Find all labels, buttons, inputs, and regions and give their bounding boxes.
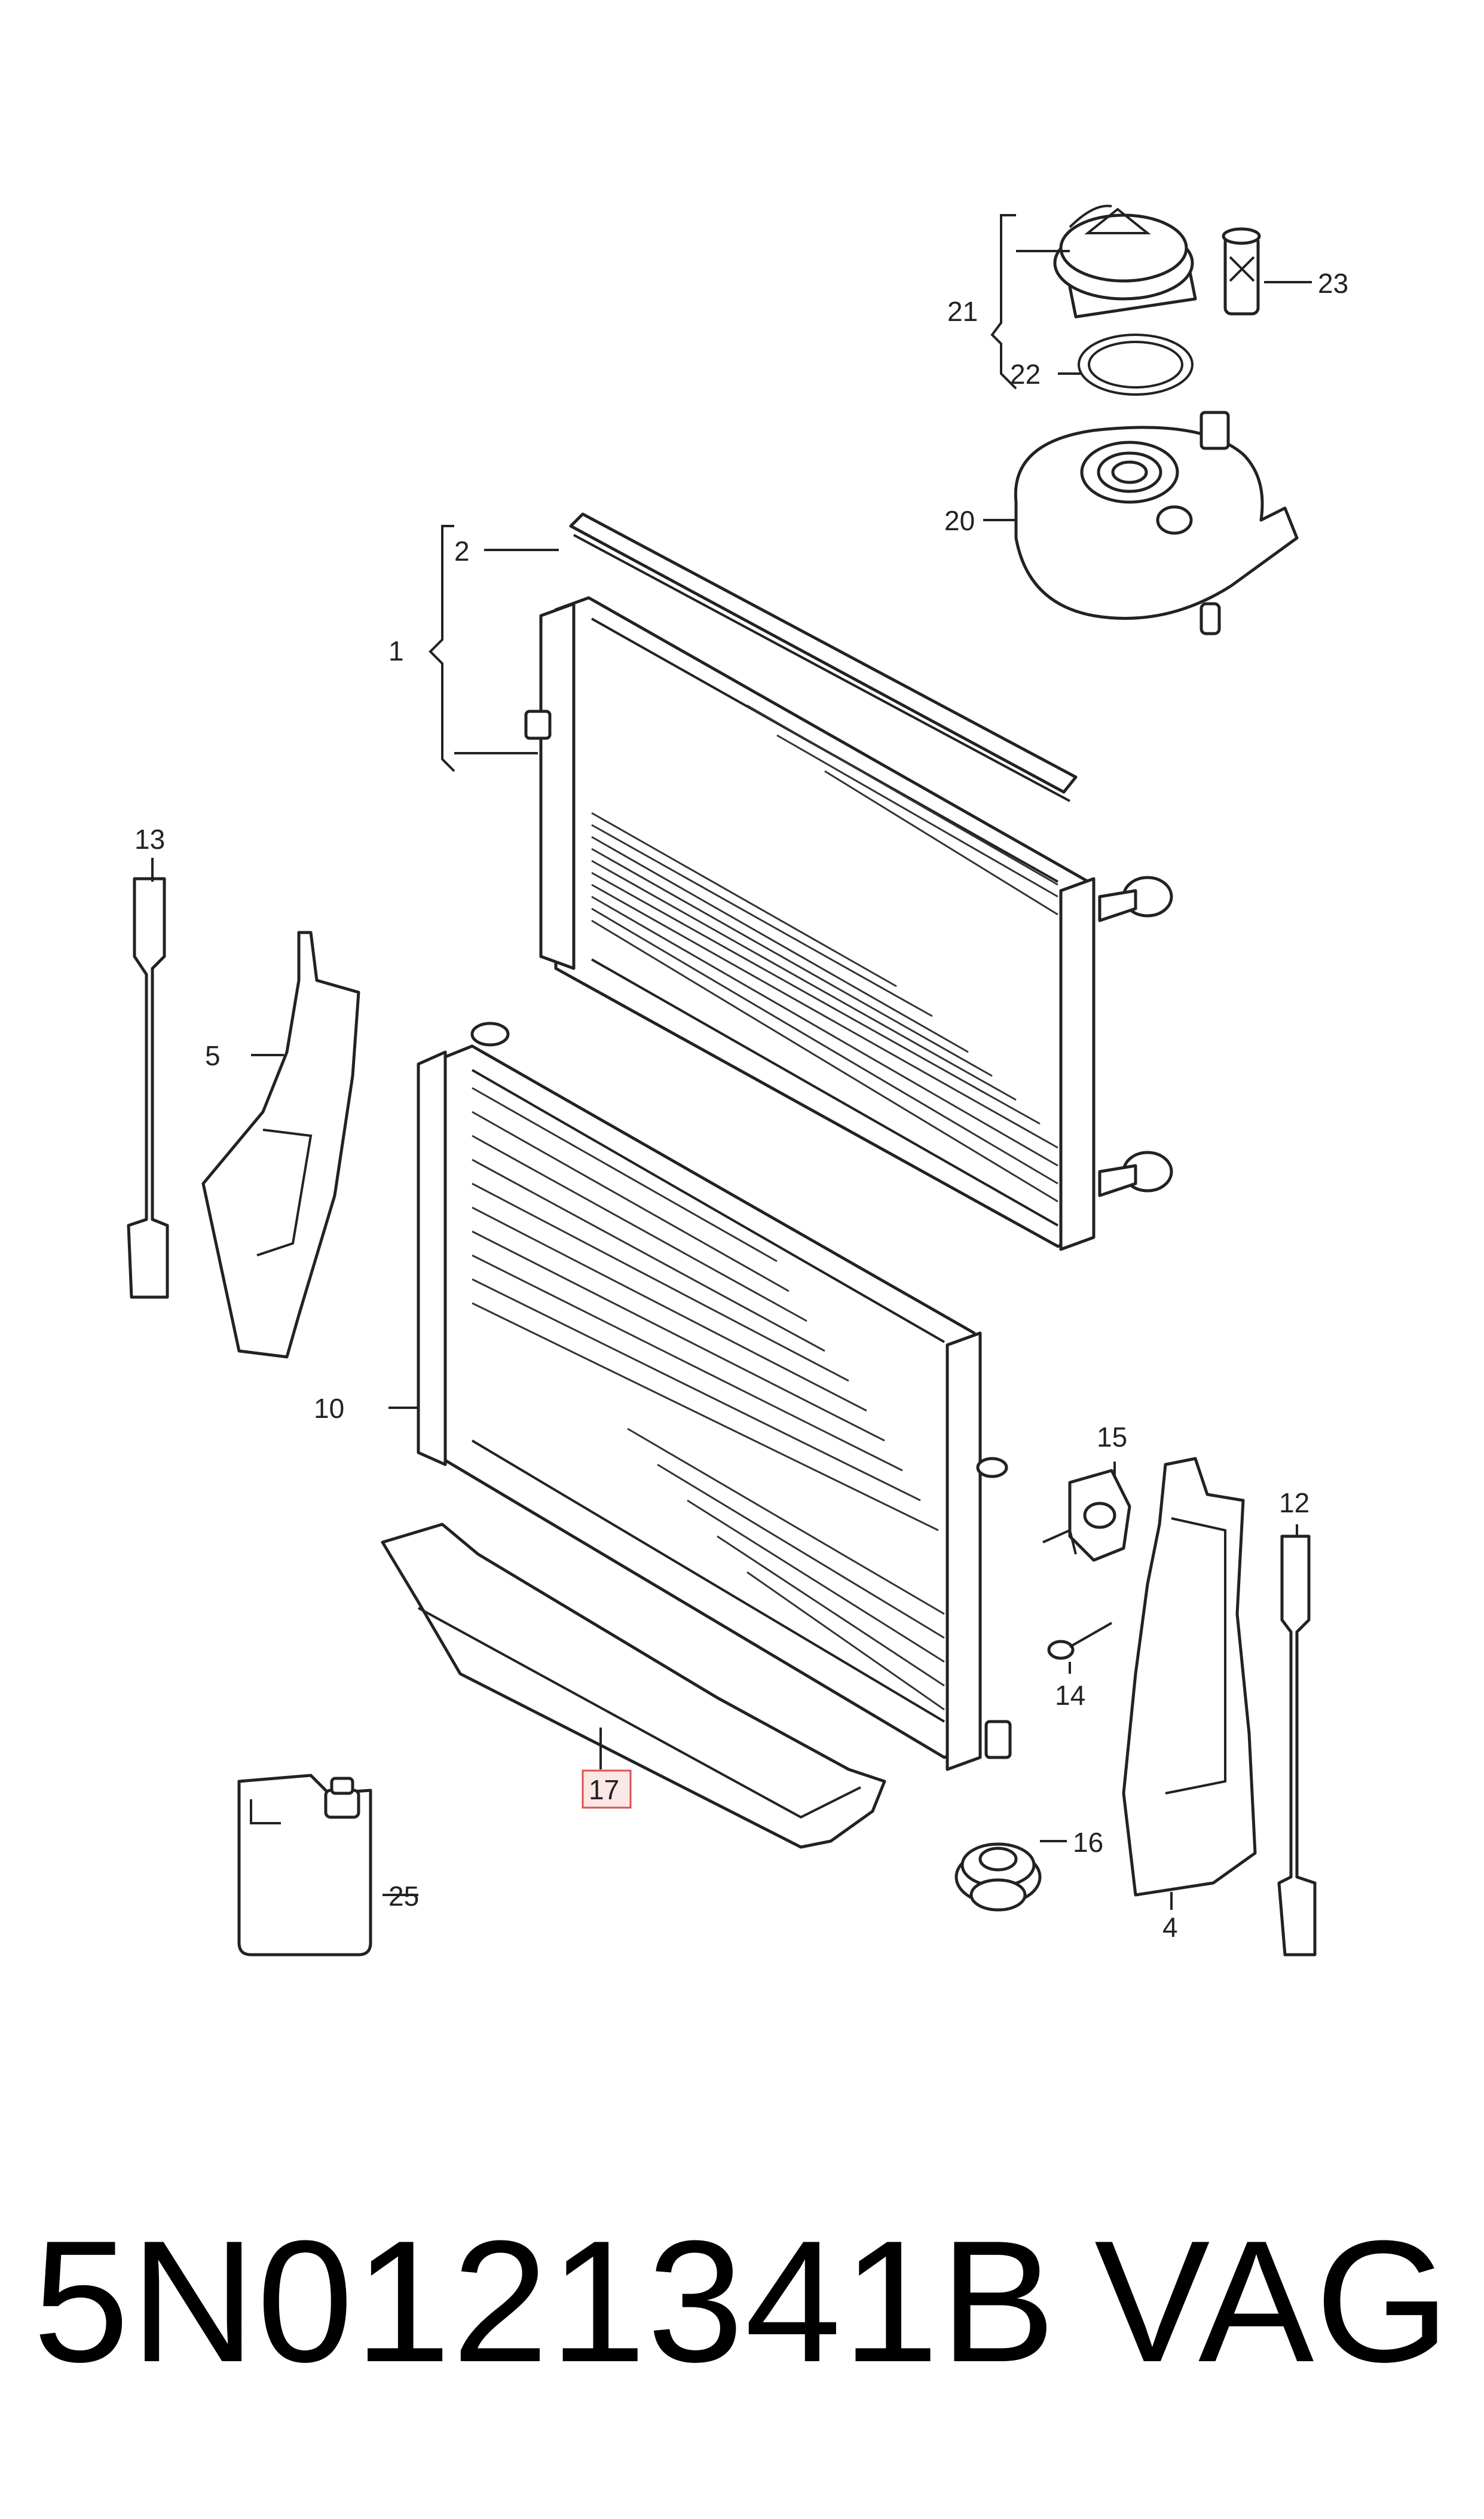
level-sensor-part	[1222, 227, 1261, 316]
seal-strip-part	[569, 512, 1078, 802]
callout-14: 14	[1055, 1680, 1085, 1711]
expansion-tank-part	[1014, 411, 1299, 635]
callout-25: 25	[388, 1881, 419, 1912]
right-air-guide-part	[1122, 1457, 1257, 1897]
callout-1: 1	[388, 635, 404, 667]
brand-label: VAG	[1094, 2205, 1451, 2398]
air-duct-part	[381, 1523, 886, 1849]
callout-23: 23	[1318, 268, 1348, 299]
radiator-part	[524, 596, 1173, 1251]
callout-16: 16	[1073, 1827, 1103, 1858]
callout-labels: 1 2 4 5 10 12 13 14 15 16 17 20 21 22 23…	[134, 268, 1348, 1943]
coolant-canister-part	[237, 1774, 372, 1956]
leader-lines	[151, 214, 1312, 1910]
additional-radiator-part	[417, 1022, 1012, 1771]
left-air-guide-part	[201, 931, 360, 1359]
right-seal-strip-part	[1277, 1534, 1317, 1956]
sealing-ring-part	[1078, 334, 1194, 396]
callout-2: 2	[454, 536, 470, 567]
callout-21: 21	[947, 296, 978, 327]
callout-17: 17	[589, 1774, 619, 1805]
part-number: 5N0121341B	[33, 2205, 1057, 2398]
left-seal-strip-part	[127, 877, 169, 1299]
callout-22: 22	[1010, 359, 1041, 390]
callout-5: 5	[205, 1040, 221, 1071]
callout-13: 13	[134, 824, 165, 855]
callout-12: 12	[1279, 1487, 1309, 1518]
bolt-part	[1047, 1622, 1112, 1660]
reservoir-cap-part	[1053, 204, 1197, 319]
footer: 5N0121341B VAG	[0, 2176, 1484, 2427]
callout-4: 4	[1162, 1912, 1178, 1943]
grommet-part	[954, 1842, 1042, 1912]
bracket-part	[1042, 1469, 1131, 1562]
callout-20: 20	[944, 505, 975, 536]
callout-15: 15	[1097, 1421, 1127, 1453]
callout-17-highlight: 17	[582, 1769, 632, 1809]
callout-10: 10	[314, 1393, 344, 1424]
